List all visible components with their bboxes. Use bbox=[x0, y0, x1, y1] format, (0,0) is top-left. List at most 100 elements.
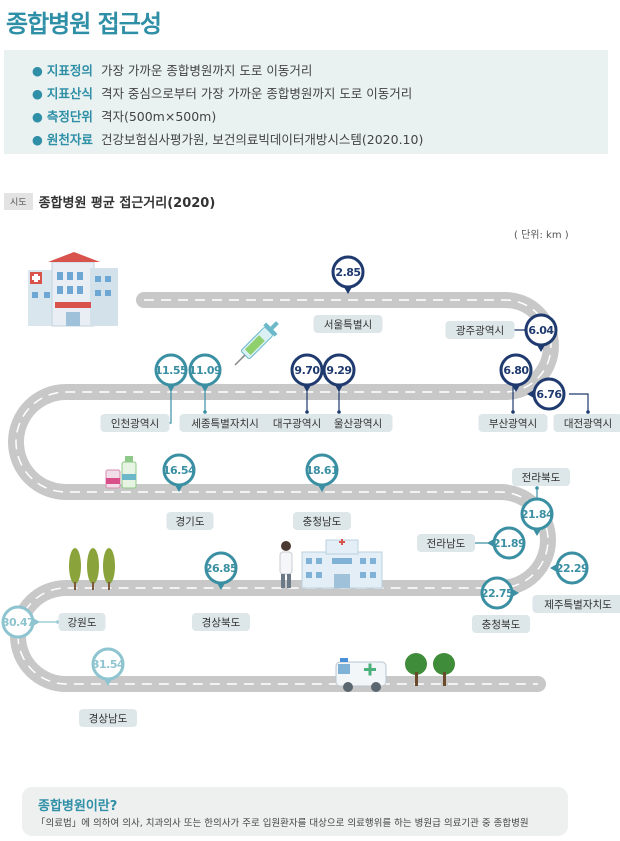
region-label-bg bbox=[478, 414, 548, 432]
region-label-bg bbox=[79, 709, 137, 727]
region-label-bg bbox=[262, 414, 332, 432]
note-title: 종합병원이란? bbox=[38, 799, 118, 814]
marker-circle bbox=[91, 647, 125, 681]
marker-value-label: 6.80 bbox=[503, 364, 529, 377]
region-label-bg bbox=[179, 414, 271, 432]
region-label: 부산광역시 bbox=[489, 418, 537, 430]
marker-circle bbox=[555, 551, 589, 585]
marker-circle bbox=[204, 551, 238, 585]
region-label-bg bbox=[192, 613, 250, 631]
ambulance-icon bbox=[335, 658, 387, 692]
clinic-icon bbox=[301, 539, 383, 589]
region-marker: 6.80 부산광역시 bbox=[478, 353, 548, 432]
marker-value-label: 31.54 bbox=[92, 658, 125, 671]
info-label: 지표정의 bbox=[46, 63, 93, 78]
region-label: 세종특별자치시 bbox=[191, 418, 259, 430]
region-marker: 22.75 충청북도 bbox=[472, 576, 530, 633]
info-label: 원천자료 bbox=[46, 132, 93, 147]
marker-circle bbox=[162, 453, 196, 487]
region-label-bg bbox=[417, 534, 475, 552]
region-label: 경기도 bbox=[176, 515, 205, 528]
region-label-bg bbox=[323, 414, 393, 432]
chart-subtitle: 시도 종합병원 평균 접근거리(2020) bbox=[4, 192, 215, 211]
marker-value-label: 30.47 bbox=[2, 616, 34, 629]
region-label-bg bbox=[445, 321, 515, 339]
marker-value-label: 22.29 bbox=[556, 562, 588, 575]
region-marker: 9.70 대구광역시 bbox=[262, 353, 332, 432]
marker-circle bbox=[492, 526, 526, 560]
marker-value-label: 6.76 bbox=[536, 388, 562, 401]
region-level-tag: 시도 bbox=[4, 193, 33, 210]
marker-leader-dot bbox=[511, 410, 515, 414]
marker-leader-dot bbox=[535, 486, 539, 490]
marker-leader-dot bbox=[203, 410, 207, 414]
bullet-icon: ● bbox=[32, 132, 43, 147]
chart-subtitle-text: 종합병원 평균 접근거리(2020) bbox=[38, 196, 216, 211]
region-label-bg bbox=[532, 595, 620, 613]
region-label: 광주광역시 bbox=[456, 325, 504, 337]
info-text: 가장 가까운 종합병원까지 도로 이동거리 bbox=[100, 63, 313, 78]
bullet-icon: ● bbox=[32, 86, 43, 101]
region-label: 인천광역시 bbox=[111, 418, 159, 430]
marker-leader-line bbox=[569, 393, 589, 412]
round-trees-icon bbox=[405, 653, 455, 686]
marker-circle bbox=[154, 353, 188, 387]
region-label: 충청북도 bbox=[482, 619, 521, 631]
info-definition: ●지표정의 가장 가까운 종합병원까지 도로 이동거리 bbox=[32, 60, 312, 79]
region-label: 서울특별시 bbox=[324, 319, 372, 331]
region-marker: 11.09 세종특별자치시 bbox=[179, 353, 271, 432]
marker-value-label: 9.29 bbox=[326, 364, 351, 377]
marker-value-label: 9.70 bbox=[294, 364, 320, 377]
region-label-bg bbox=[100, 414, 170, 432]
region-label-bg bbox=[313, 315, 383, 333]
marker-leader-dot bbox=[305, 410, 309, 414]
note-text: 「의료법」에 의하여 의사, 치과의사 또는 한의사가 주로 입원환자를 대상으… bbox=[36, 818, 529, 829]
info-text: 격자(500m×500m) bbox=[100, 109, 217, 124]
region-label-bg bbox=[293, 512, 351, 530]
region-marker: 6.04 광주광역시 bbox=[445, 313, 558, 352]
region-label: 전라남도 bbox=[427, 538, 466, 550]
bullet-icon: ● bbox=[32, 63, 43, 78]
marker-value-label: 21.89 bbox=[493, 537, 525, 550]
region-label: 강원도 bbox=[68, 617, 97, 629]
region-label: 대구광역시 bbox=[273, 418, 321, 430]
marker-value-label: 11.09 bbox=[189, 364, 221, 377]
marker-circle bbox=[188, 353, 222, 387]
info-label: 측정단위 bbox=[46, 109, 93, 124]
marker-circle bbox=[290, 353, 324, 387]
marker-circle bbox=[499, 353, 533, 387]
marker-value-label: 22.75 bbox=[481, 587, 513, 600]
region-marker: 21.89 전라남도 bbox=[417, 526, 526, 560]
doctor-icon bbox=[279, 541, 293, 588]
marker-value-label: 26.85 bbox=[205, 562, 237, 575]
hospital-icon bbox=[28, 252, 118, 327]
region-label-bg bbox=[512, 468, 570, 486]
marker-circle bbox=[532, 377, 566, 411]
marker-circle bbox=[480, 576, 514, 610]
marker-leader-dot bbox=[586, 410, 590, 414]
marker-circle bbox=[305, 453, 339, 487]
region-label: 경상남도 bbox=[89, 712, 128, 725]
marker-circle bbox=[520, 497, 554, 531]
info-text: 격자 중심으로부터 가장 가까운 종합병원까지 도로 이동거리 bbox=[100, 86, 413, 101]
region-label-bg bbox=[166, 512, 214, 530]
marker-value-label: 2.85 bbox=[335, 266, 360, 279]
marker-value-label: 6.04 bbox=[528, 324, 554, 337]
medicine-bottles-icon bbox=[105, 456, 137, 489]
marker-circle bbox=[331, 255, 365, 289]
region-marker: 2.85 서울특별시 bbox=[313, 255, 383, 333]
marker-value-label: 21.84 bbox=[521, 508, 554, 521]
bullet-icon: ● bbox=[32, 109, 43, 124]
